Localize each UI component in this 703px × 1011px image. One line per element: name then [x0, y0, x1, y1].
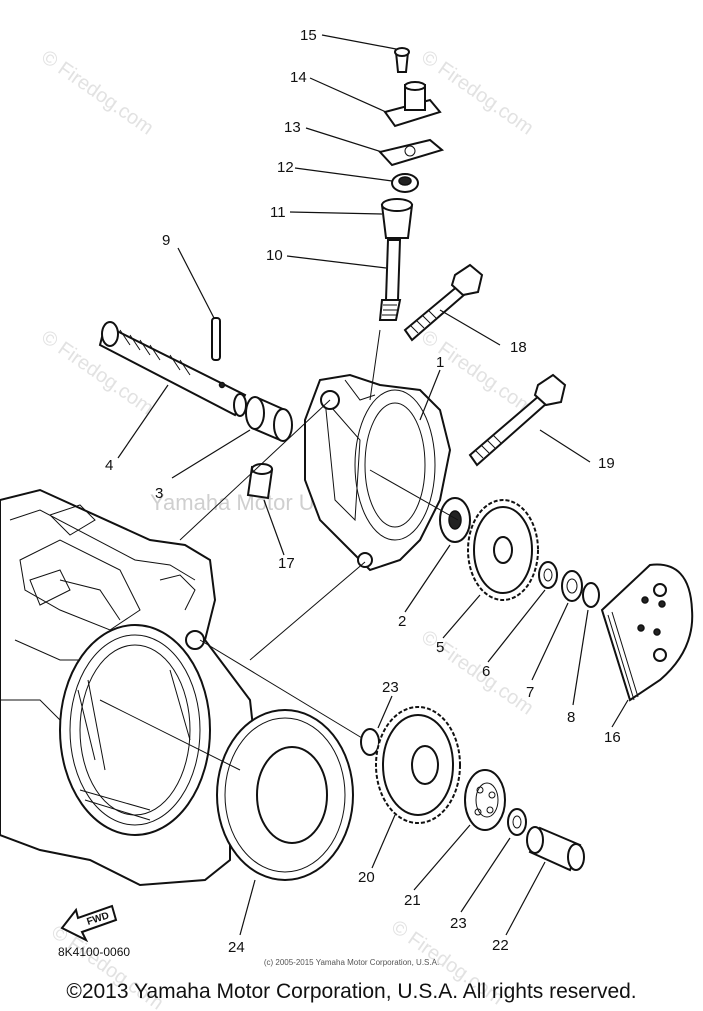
small-copyright: (c) 2005-2015 Yamaha Motor Corporation, … — [263, 958, 440, 967]
callout-14: 14 — [290, 69, 307, 86]
part-13-gasket — [378, 138, 445, 167]
part-23-ring-lower — [507, 808, 527, 836]
callout-20: 20 — [358, 869, 375, 886]
watermark-firedog: © Firedog.com — [37, 326, 157, 419]
callout-19: 19 — [598, 455, 615, 472]
crankcase — [0, 488, 257, 887]
part-21-bearing — [464, 769, 506, 831]
callout-21: 21 — [404, 892, 421, 909]
callout-8: 8 — [567, 709, 575, 726]
copyright-notice: ©2013 Yamaha Motor Corporation, U.S.A. A… — [66, 980, 637, 1003]
part-9-pin — [211, 317, 221, 361]
part-10-gear-shaft — [378, 239, 402, 321]
callout-3: 3 — [155, 485, 163, 502]
part-15-screw — [394, 47, 410, 73]
part-19-bolt — [468, 373, 567, 467]
callout-13: 13 — [284, 119, 301, 136]
watermark-firedog: © Firedog.com — [37, 46, 157, 139]
part-5-sprocket — [467, 499, 539, 601]
watermark-firedog: © Firedog.com — [417, 46, 537, 139]
callout-24: 24 — [228, 939, 245, 956]
fwd-arrow-icon: FWD — [60, 904, 118, 943]
callout-10: 10 — [266, 247, 283, 264]
callout-17: 17 — [278, 555, 295, 572]
part-16-chain — [600, 563, 694, 702]
callout-23-upper: 23 — [382, 679, 399, 696]
part-11-bushing — [380, 198, 414, 239]
callout-1: 1 — [436, 354, 444, 371]
callout-7: 7 — [526, 684, 534, 701]
part-2-washer — [439, 497, 471, 543]
diagram-code: 8K4100-0060 — [58, 945, 130, 959]
part-14-housing — [383, 81, 442, 128]
part-12-seal — [391, 173, 419, 193]
part-22-sleeve — [526, 826, 585, 872]
part-20-gear — [375, 706, 461, 824]
part-6-washer — [538, 561, 558, 589]
callout-15: 15 — [300, 27, 317, 44]
callout-5: 5 — [436, 639, 444, 656]
callout-9: 9 — [162, 232, 170, 249]
part-17-dowel — [246, 463, 274, 500]
callout-18: 18 — [510, 339, 527, 356]
callout-16: 16 — [604, 729, 621, 746]
callout-23-lower: 23 — [450, 915, 467, 932]
part-7-washer — [561, 570, 583, 602]
callout-2: 2 — [398, 613, 406, 630]
leader-lines — [99, 34, 629, 936]
callout-22: 22 — [492, 937, 509, 954]
callout-11: 11 — [270, 204, 286, 221]
callout-6: 6 — [482, 663, 490, 680]
callout-4: 4 — [105, 457, 113, 474]
part-8-circlip — [582, 582, 600, 608]
part-18-bolt — [403, 263, 484, 342]
part-4-shaft — [98, 321, 247, 417]
part-1-cover — [304, 373, 452, 572]
callouts: 15 14 13 12 11 10 9 4 3 17 18 1 19 2 5 6… — [105, 27, 621, 956]
part-24-seal-ring — [216, 709, 354, 881]
callout-12: 12 — [277, 159, 294, 176]
part-3-bushing — [245, 396, 293, 442]
